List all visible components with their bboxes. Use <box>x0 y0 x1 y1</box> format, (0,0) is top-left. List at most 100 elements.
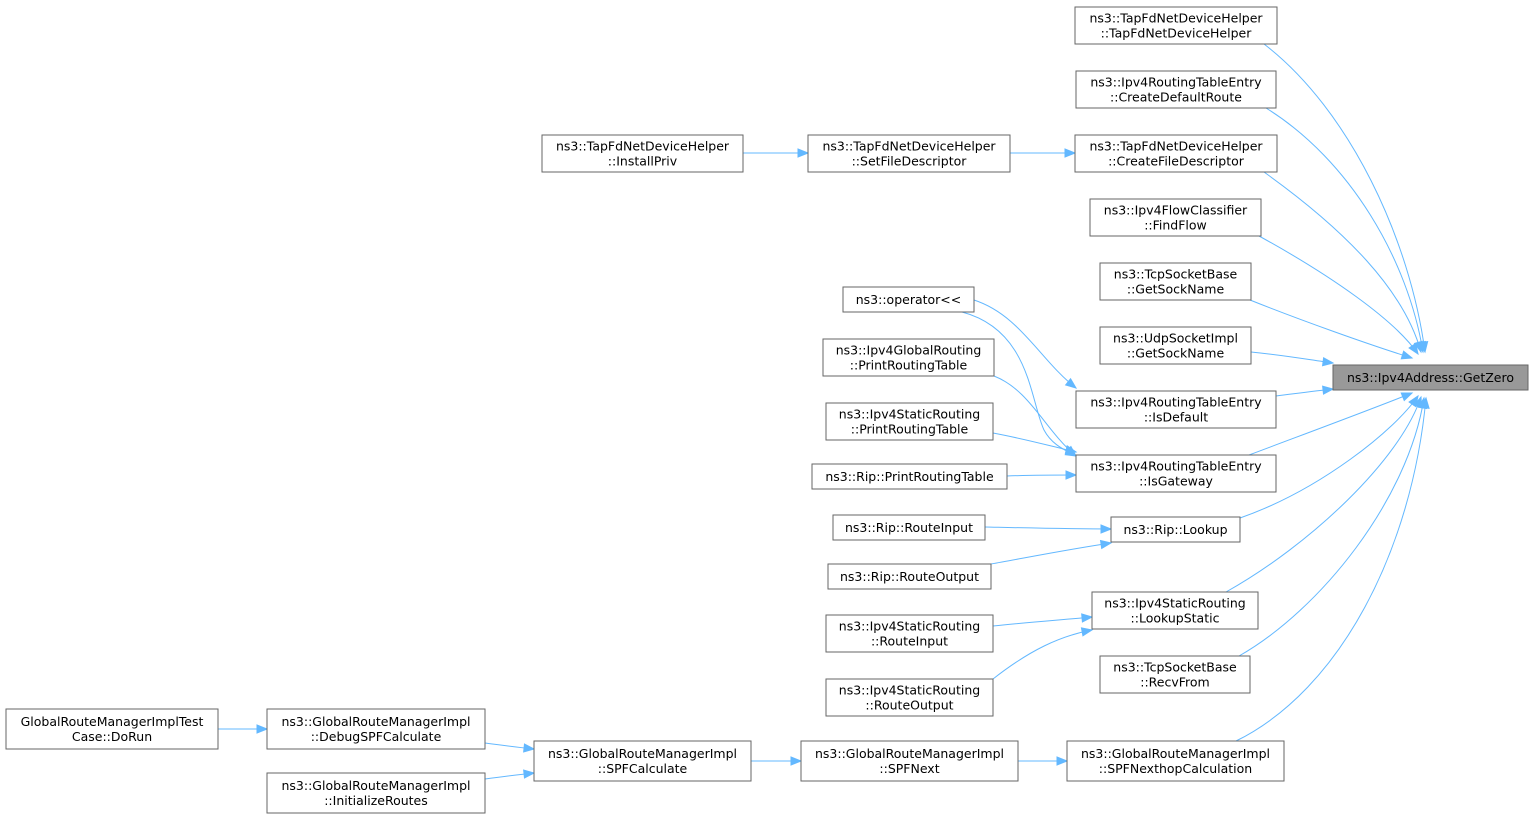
function-node[interactable]: ns3::TapFdNetDeviceHelper::CreateFileDes… <box>1074 134 1278 173</box>
node-label: ns3::Rip::RouteOutput <box>840 569 979 584</box>
node-label: ::PrintRoutingTable <box>850 358 968 373</box>
function-node[interactable]: ns3::GlobalRouteManagerImpl::SPFNexthopC… <box>1066 740 1285 782</box>
call-edge-n27-n24 <box>484 769 536 780</box>
function-node[interactable]: ns3::Rip::RouteOutput <box>827 563 992 590</box>
edge-line <box>984 526 1112 530</box>
edge-arrowhead-icon <box>790 756 803 766</box>
call-edge-n16-n15 <box>984 524 1113 534</box>
function-node[interactable]: ns3::GlobalRouteManagerImpl::SPFCalculat… <box>533 740 752 782</box>
call-edge-n19-n18 <box>992 613 1094 627</box>
node-label: ::RouteInput <box>871 634 948 649</box>
call-edge-n21-n0 <box>1238 396 1428 657</box>
edge-line <box>1248 392 1413 456</box>
function-node[interactable]: ns3::UdpSocketImpl::GetSockName <box>1099 326 1252 365</box>
node-label: ::InitializeRoutes <box>324 793 428 808</box>
function-node[interactable]: ns3::Rip::Lookup <box>1110 516 1241 543</box>
call-edge-n5-n4 <box>743 148 810 158</box>
node-box <box>825 402 994 441</box>
call-edge-n4-n3 <box>1010 148 1077 158</box>
call-edge-n7-n0 <box>1249 299 1414 360</box>
node-label: ns3::GlobalRouteManagerImpl <box>815 746 1004 761</box>
function-node[interactable]: ns3::Ipv4StaticRouting::RouteInput <box>825 614 994 653</box>
edge-arrowhead-icon <box>1413 340 1423 354</box>
edge-line <box>1249 299 1413 359</box>
node-label: ns3::Ipv4StaticRouting <box>839 407 980 422</box>
function-node[interactable]: ns3::operator<< <box>842 286 975 313</box>
node-label: ns3::Ipv4StaticRouting <box>1104 596 1245 611</box>
function-node[interactable]: ns3::TapFdNetDeviceHelper::InstallPriv <box>541 134 744 173</box>
edge-arrowhead-icon <box>1064 148 1077 158</box>
node-box <box>1074 6 1278 45</box>
function-node[interactable]: ns3::Ipv4StaticRouting::LookupStatic <box>1091 591 1259 630</box>
function-node[interactable]: ns3::GlobalRouteManagerImpl::DebugSPFCal… <box>266 708 486 750</box>
node-box <box>1099 326 1252 365</box>
node-label: ns3::Rip::RouteInput <box>845 520 973 535</box>
node-box <box>842 286 975 313</box>
node-label: ::SPFCalculate <box>598 761 688 776</box>
node-label: ::RouteOutput <box>865 698 953 713</box>
node-label: ::PrintRoutingTable <box>851 422 969 437</box>
edge-arrowhead-icon <box>1099 539 1113 550</box>
call-edge-n24-n23 <box>751 756 803 766</box>
node-box <box>1074 134 1278 173</box>
call-edge-n6-n0 <box>1258 235 1419 356</box>
function-node[interactable]: ns3::Rip::RouteInput <box>832 514 986 541</box>
function-node[interactable]: ns3::Ipv4RoutingTableEntry::IsGateway <box>1075 454 1277 493</box>
node-label: ns3::TcpSocketBase <box>1113 660 1237 675</box>
node-label: ::RecvFrom <box>1140 675 1209 690</box>
edge-arrowhead-icon <box>1080 627 1094 637</box>
edge-arrowhead-icon <box>1064 377 1078 389</box>
node-label: ::InstallPriv <box>608 154 678 169</box>
call-edge-n3-n0 <box>1263 171 1423 354</box>
function-node[interactable]: ns3::TcpSocketBase::RecvFrom <box>1099 655 1251 694</box>
node-label: ns3::Ipv4StaticRouting <box>839 683 980 698</box>
function-node[interactable]: ns3::Rip::PrintRoutingTable <box>811 463 1008 490</box>
node-label: ::LookupStatic <box>1131 611 1220 626</box>
call-edge-n25-n24 <box>484 742 536 753</box>
call-edge-n14-n11 <box>1006 470 1078 480</box>
function-node[interactable]: ns3::GlobalRouteManagerImpl::SPFNext <box>800 740 1019 782</box>
node-box <box>1066 740 1285 782</box>
edge-arrowhead-icon <box>1420 396 1430 409</box>
function-node[interactable]: ns3::Ipv4RoutingTableEntry::IsDefault <box>1075 390 1277 429</box>
node-label: ::CreateFileDescriptor <box>1108 154 1245 169</box>
node-label: ::DebugSPFCalculate <box>311 729 442 744</box>
call-edge-n10-n9 <box>973 299 1078 389</box>
node-label: ns3::Rip::Lookup <box>1123 522 1227 537</box>
node-label: ns3::operator<< <box>856 292 962 307</box>
node-box <box>1075 454 1277 493</box>
function-node[interactable]: ns3::TcpSocketBase::GetSockName <box>1099 262 1252 301</box>
node-box <box>1099 655 1251 694</box>
call-edge-n12-n11 <box>993 375 1078 457</box>
edge-arrowhead-icon <box>523 743 536 753</box>
edge-arrowhead-icon <box>1408 342 1419 356</box>
node-label: ::GetSockName <box>1127 282 1225 297</box>
node-box <box>811 463 1008 490</box>
node-label: ns3::Ipv4GlobalRouting <box>836 343 982 358</box>
node-box <box>825 678 994 717</box>
function-node[interactable]: ns3::Ipv4GlobalRouting::PrintRoutingTabl… <box>822 338 995 377</box>
function-node[interactable]: ns3::Ipv4FlowClassifier::FindFlow <box>1089 198 1262 237</box>
node-box <box>1099 262 1252 301</box>
call-edge-n9-n0 <box>1275 385 1335 397</box>
edge-arrowhead-icon <box>1081 613 1094 623</box>
function-node[interactable]: ns3::Ipv4RoutingTableEntry::CreateDefaul… <box>1075 70 1277 109</box>
edge-line <box>1263 43 1426 353</box>
edge-arrowhead-icon <box>1056 756 1069 766</box>
function-node[interactable]: ns3::TapFdNetDeviceHelper::SetFileDescri… <box>807 134 1011 173</box>
function-node[interactable]: ns3::GlobalRouteManagerImpl::InitializeR… <box>266 772 486 814</box>
edge-arrowhead-icon <box>1100 524 1113 534</box>
node-label: ns3::Ipv4RoutingTableEntry <box>1090 395 1262 410</box>
node-label: ns3::TapFdNetDeviceHelper <box>556 139 730 154</box>
function-node[interactable]: ns3::TapFdNetDeviceHelper::TapFdNetDevic… <box>1074 6 1278 45</box>
call-graph-nodes: ns3::Ipv4Address::GetZero ns3::TapFdNetDe… <box>5 6 1529 814</box>
edge-arrowhead-icon <box>1064 445 1078 455</box>
node-label: ::SetFileDescriptor <box>852 154 968 169</box>
edge-line <box>992 616 1093 627</box>
function-node[interactable]: ns3::Ipv4StaticRouting::PrintRoutingTabl… <box>825 402 994 441</box>
node-label: ns3::TapFdNetDeviceHelper <box>1089 139 1263 154</box>
function-node[interactable]: ns3::Ipv4StaticRouting::RouteOutput <box>825 678 994 717</box>
node-label: GlobalRouteManagerImplTest <box>21 714 204 729</box>
root-function-node[interactable]: ns3::Ipv4Address::GetZero <box>1332 364 1529 391</box>
